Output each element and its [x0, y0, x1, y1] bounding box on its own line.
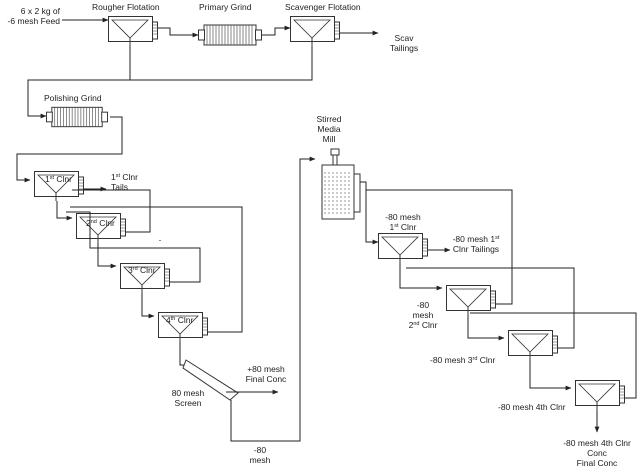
m80-clnr4-label: -80 mesh 4th Clnr	[498, 402, 566, 412]
m80-clnr4-cell	[575, 380, 625, 411]
clnr4-label: 4th Clnr	[166, 315, 194, 325]
m80-clnr1-tailings-label: -80 mesh 1st Clnr Tailings	[452, 234, 500, 254]
rougher-flotation-cell	[108, 16, 158, 47]
m80-clnr3-tail-recycle	[406, 267, 575, 349]
m80-clnr2-to-clnr3	[467, 315, 505, 341]
clnr1-label: 1st Clnr	[45, 174, 72, 184]
clnr3-label: 3rd Clnr	[128, 265, 156, 275]
rougher-flotation-label: Rougher Flotation	[92, 2, 160, 12]
clnr2-tail-recycle	[72, 189, 151, 233]
m80-clnr1-to-clnr2	[399, 263, 443, 291]
m80-clnr3-to-clnr4	[529, 360, 572, 391]
m80-clnr2-cell	[446, 285, 496, 316]
polishing-to-clnr1-stream	[16, 116, 123, 183]
primary-grind-mill	[198, 24, 262, 46]
feed-label: 6 x 2 kg of-6 mesh Feed	[7, 6, 60, 26]
m80-clnr3-label: -80 mesh 3rd Clnr	[430, 355, 496, 365]
conc-to-polishing-stream	[27, 46, 313, 119]
scavenger-flotation-label: Scavenger Flotation	[285, 2, 361, 12]
clnr1-to-clnr2	[56, 201, 73, 221]
rougher-to-grind-stream	[158, 27, 199, 38]
clnr4-tail-recycle	[165, 206, 243, 333]
screen-deck	[182, 359, 239, 401]
minus80-to-mill-stream	[230, 156, 316, 442]
clnr3-to-clnr4	[141, 293, 155, 319]
clnr2-to-clnr3	[97, 243, 117, 269]
m80-clnr1-label: -80 mesh 1st Clnr	[385, 212, 421, 232]
m80-clnr2-label: -80 mesh 2nd Clnr	[408, 300, 438, 330]
polishing-grind-label: Polishing Grind	[44, 93, 102, 103]
mill-to-m80clnr1	[360, 181, 379, 245]
stirred-media-mill	[321, 148, 361, 220]
m80-clnr4-tail-recycle	[470, 312, 637, 399]
m80-clnr2-tail-recycle	[366, 189, 513, 305]
clnr3-tail-recycle	[66, 211, 201, 283]
m80-clnr1-cell	[378, 233, 428, 264]
primary-grind-label: Primary Grind	[199, 2, 252, 12]
polishing-grind-mill	[45, 106, 109, 128]
m80-clnr3-cell	[508, 330, 558, 361]
clnr1-tails-label: 1st Clnr Tails	[111, 172, 138, 192]
scavenger-flotation-cell	[290, 16, 340, 47]
clnr2-label: 2nd Clnr	[86, 218, 115, 228]
grind-to-scavenger-stream	[262, 25, 291, 36]
